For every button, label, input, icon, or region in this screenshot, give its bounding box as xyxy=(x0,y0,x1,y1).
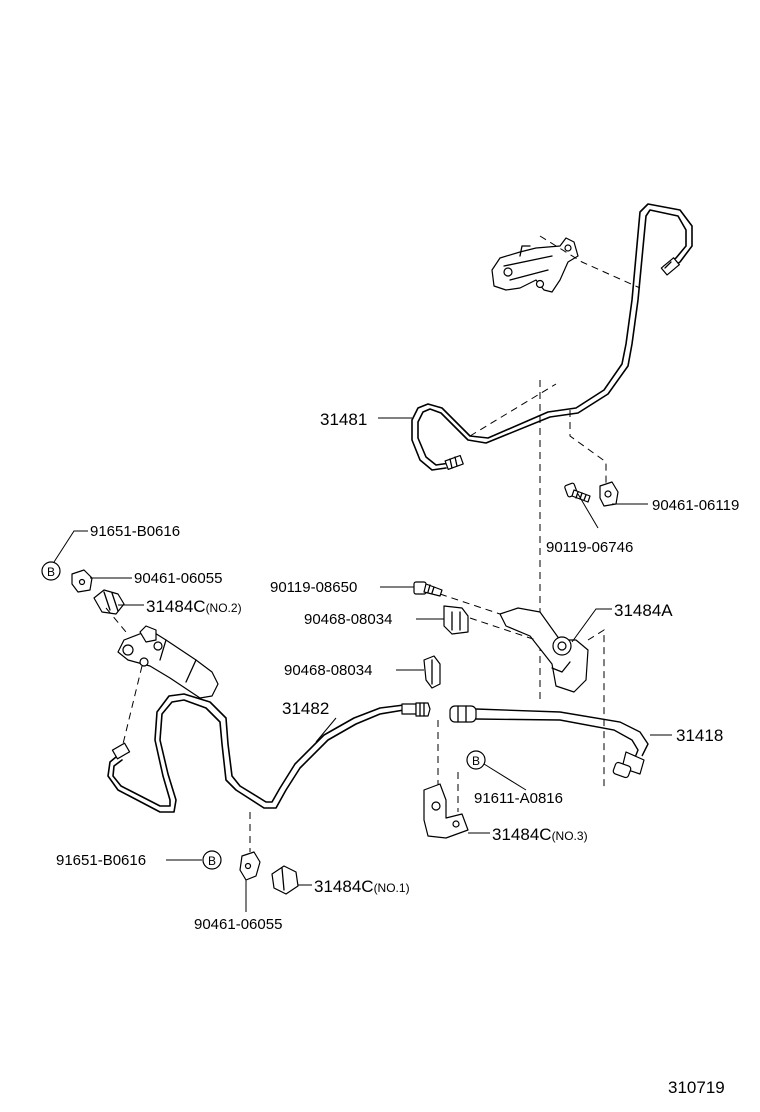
b-marker-right: B xyxy=(466,750,486,770)
bolt-90119-08650 xyxy=(413,581,443,597)
label-31482: 31482 xyxy=(282,699,329,718)
b-marker-bottom-letter: B xyxy=(208,854,216,868)
hose-31418 xyxy=(449,705,649,779)
clip-90461-06055-bottom xyxy=(239,851,261,881)
clip-31484C-no1 xyxy=(271,865,299,895)
dash-top-bracket-upper xyxy=(539,235,641,289)
bracket-31484A xyxy=(499,607,589,693)
label-31484A: 31484A xyxy=(614,601,673,620)
top-mounting-bracket xyxy=(491,237,579,293)
clip-90461-06119 xyxy=(599,481,619,507)
label-90119-08650: 90119-08650 xyxy=(270,579,357,596)
label-31484C-no3: 31484C(NO.3) xyxy=(492,825,588,844)
label-31484C-no1: 31484C(NO.1) xyxy=(314,877,410,896)
label-31484C-no2-suffix: (NO.2) xyxy=(206,601,242,615)
label-31484C-no3-number: 31484C xyxy=(492,825,552,844)
b-marker-top-letter: B xyxy=(47,565,55,579)
b-marker-right-letter: B xyxy=(472,754,480,768)
label-90468-08034-b: 90468-08034 xyxy=(284,662,372,679)
dash-bolt-08650 xyxy=(439,593,501,615)
label-90468-08034-a: 90468-08034 xyxy=(304,611,392,628)
label-91611-A0816: 91611-A0816 xyxy=(474,790,563,807)
tube-31482 xyxy=(107,693,405,813)
b-marker-top: B xyxy=(41,561,61,581)
label-91651-B0616-bottom: 91651-B0616 xyxy=(56,852,146,869)
clip-90468-08034-a xyxy=(443,605,469,635)
label-31484C-no1-number: 31484C xyxy=(314,877,374,896)
figure-number: 310719 xyxy=(668,1078,725,1097)
leader-lines xyxy=(53,417,672,912)
tube-31482-fitting-right xyxy=(401,702,431,717)
tube-31481-end-fitting-upper xyxy=(660,257,680,276)
clip-90461-06055-top xyxy=(71,569,93,593)
label-31484C-no1-suffix: (NO.1) xyxy=(374,881,410,895)
clip-31484C-no2 xyxy=(93,589,125,615)
bracket-31484C-no3 xyxy=(423,783,469,839)
label-90461-06119: 90461-06119 xyxy=(652,497,739,514)
label-31418: 31418 xyxy=(676,726,723,745)
label-31484C-no2-number: 31484C xyxy=(146,597,206,616)
label-90461-06055-top: 90461-06055 xyxy=(134,570,222,587)
dash-clip-no2-to-valve xyxy=(105,607,127,633)
proportioning-valve xyxy=(117,625,219,699)
dash-bracket-A-right xyxy=(587,629,605,790)
label-31481: 31481 xyxy=(320,410,367,429)
tube-31482-fitting-left xyxy=(111,742,131,760)
dash-top-bracket-lower xyxy=(469,383,557,437)
tube-31481-end-fitting-lower xyxy=(444,454,464,471)
label-90461-06055-bottom: 90461-06055 xyxy=(194,916,282,933)
label-31484C-no2: 31484C(NO.2) xyxy=(146,597,242,616)
bolt-90119-06746 xyxy=(564,482,591,503)
label-91651-B0616-top: 91651-B0616 xyxy=(90,523,180,540)
tube-31481 xyxy=(411,203,693,471)
dash-valve-to-fitting xyxy=(121,665,143,749)
clip-90468-08034-b xyxy=(423,655,441,689)
label-31484C-no3-suffix: (NO.3) xyxy=(552,829,588,843)
dash-to-clip-06119 xyxy=(569,410,607,490)
label-90119-06746: 90119-06746 xyxy=(546,539,633,556)
b-marker-bottom: B xyxy=(202,850,222,870)
